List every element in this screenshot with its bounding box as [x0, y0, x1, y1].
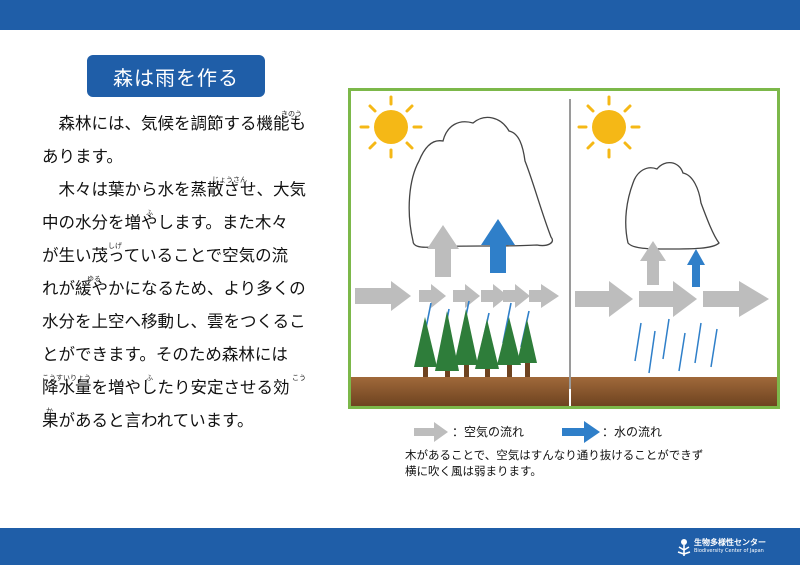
forest-rain-diagram: [348, 88, 780, 409]
water-flow-legend-icon: [562, 421, 600, 443]
air-flow-legend-label: ：空気の流れ: [452, 425, 525, 439]
air-arrow-up: [427, 225, 459, 277]
ruby-kinou: きのう: [281, 110, 302, 118]
ruby-jousan: じょうさん: [212, 176, 247, 184]
paragraph-line: あります。: [42, 147, 123, 166]
ruby-shige: しげ: [108, 242, 122, 250]
water-flow-legend-label: ：水の流れ: [602, 425, 663, 439]
paragraph-line: れが緩やかになるため、より多くの: [42, 279, 306, 298]
air-flow-legend-icon: [414, 422, 448, 442]
diagram-caption: 木があることで、空気はすんなり通り抜けることができず 横に吹く風は弱まります。: [405, 447, 775, 479]
ruby-kou: こう: [292, 374, 306, 382]
logo-emblem-icon: [677, 539, 691, 556]
sun-icon: [359, 95, 423, 159]
water-arrow-up: [481, 219, 515, 273]
caption-line: 木があることで、空気はすんなり通り抜けることができず: [405, 448, 704, 462]
ground-left: [351, 377, 569, 406]
paragraph-line: 中の水分を増やします。また木々: [42, 213, 288, 232]
ground-right: [571, 377, 777, 406]
bottom-bar: [0, 528, 800, 565]
rain-streaks: [634, 318, 718, 374]
paragraph-line: 果があると言われています。: [42, 411, 254, 430]
ruby-kousuiryou: こうすいりょう: [42, 374, 91, 382]
air-arrows-horizontal-strong: [575, 281, 769, 317]
biodiversity-center-logo: 生物多様性センター Biodiversity Center of Japan: [676, 536, 794, 558]
small-cloud-icon: [625, 162, 720, 250]
ruby-fu: ふ: [146, 374, 153, 382]
paragraph-line: 木々は葉から水を蒸散させ、大気: [58, 180, 307, 199]
sun-icon: [577, 95, 641, 159]
logo-subtitle: Biodiversity Center of Japan: [694, 548, 764, 554]
forest-trees: [414, 309, 537, 381]
large-cloud-icon: [408, 116, 553, 248]
body-text: 森林には、気候を調節する機能も あります。 木々は葉から水を蒸散させ、大気 中の…: [42, 107, 342, 437]
logo-name: 生物多様性センター: [694, 538, 766, 547]
paragraph-line: 森林には、気候を調節する機能も: [58, 114, 307, 133]
paragraph-line: 降水量を増やしたり安定させる効: [42, 378, 290, 397]
paragraph-line: とができます。そのため森林には: [42, 345, 288, 364]
paragraph-line: が生い茂っていることで空気の流: [42, 246, 289, 265]
ruby-ka: か: [46, 407, 53, 415]
water-arrow-up-small: [687, 249, 705, 287]
top-bar: [0, 0, 800, 30]
paragraph-line: 水分を上空へ移動し、雲をつくるこ: [42, 312, 306, 331]
diagram-legend: ：空気の流れ ：水の流れ: [414, 421, 774, 443]
caption-line: 横に吹く風は弱まります。: [405, 464, 542, 478]
air-arrows-horizontal: [355, 281, 559, 311]
ruby-fu: ふ: [146, 209, 153, 217]
slide-title: 森は雨を作る: [87, 55, 265, 97]
ruby-yuru: ゆる: [87, 275, 101, 283]
air-arrow-up-small: [640, 241, 666, 285]
